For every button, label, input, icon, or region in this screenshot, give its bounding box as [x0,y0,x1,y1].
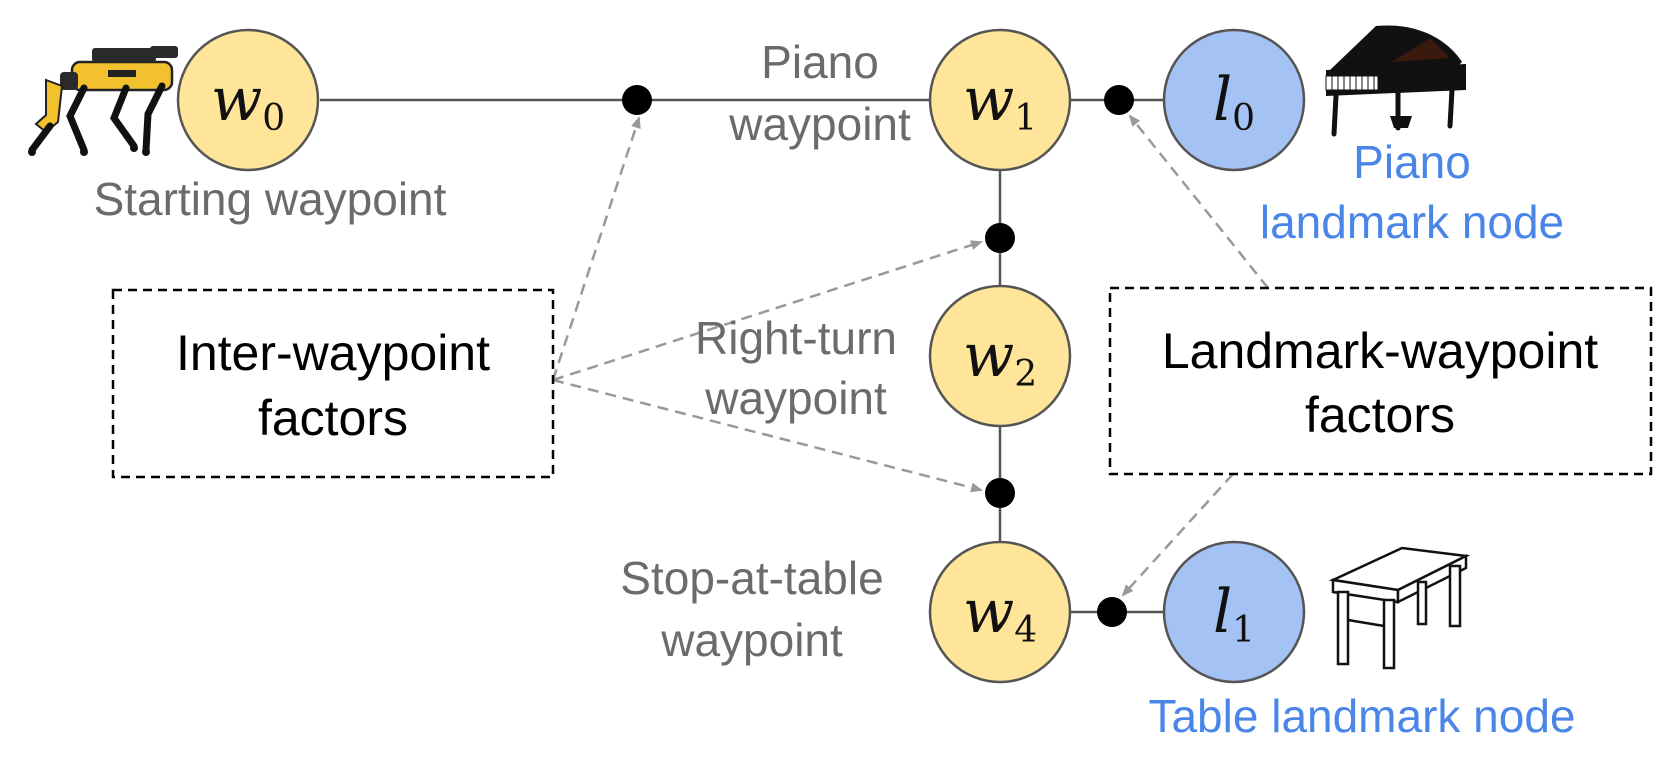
node-w2-var: w [963,321,1014,391]
factor-w2-w4 [985,478,1015,508]
node-w4-var: w [963,577,1014,647]
node-w0-var: w [211,65,262,135]
table-icon [1328,546,1471,670]
label-stop-at-table-line1: Stop-at-table [620,552,883,604]
factor-w1-l0 [1104,85,1134,115]
landmark-waypoint-factors-box: Landmark-waypoint factors [1108,286,1653,476]
svg-text:l0: l0 [1213,65,1255,139]
node-l1-sub: 1 [1232,610,1255,651]
arrow-inter-to-w0w1 [551,116,641,381]
node-w1: w1 [928,28,1072,172]
grand-piano-icon [1325,25,1466,137]
factor-w4-l1 [1097,597,1127,627]
arrow-inter-to-w2w4 [552,378,983,493]
node-l1-var: l [1213,577,1232,647]
label-piano-waypoint-line2: waypoint [728,98,911,150]
label-stop-at-table-line2: waypoint [660,614,843,666]
node-w1-var: w [963,65,1014,135]
inter-box-line1: Inter-waypoint [176,325,490,381]
landmark-box-line1: Landmark-waypoint [1162,323,1598,379]
node-w0-sub: 0 [262,98,285,139]
label-table-landmark: Table landmark node [1148,690,1575,742]
node-l0: l0 [1162,28,1306,172]
label-right-turn-line1: Right-turn [695,312,897,364]
factor-w0-w1 [622,85,652,115]
node-w4-sub: 4 [1014,610,1037,651]
node-w2-sub: 2 [1014,354,1037,395]
arrow-inter-to-w1w2 [552,240,983,382]
node-w0: w0 [176,28,320,172]
arrow-landmark-to-w4l1 [1121,473,1234,597]
node-l0-sub: 0 [1232,98,1255,139]
label-piano-waypoint-line1: Piano [761,36,879,88]
factor-nodes [622,85,1134,627]
label-right-turn-line2: waypoint [704,372,887,424]
label-starting-waypoint: Starting waypoint [94,173,447,225]
arrow-landmark-to-w1l0 [1128,114,1269,289]
svg-text:l1: l1 [1213,577,1255,651]
inter-box-line2: factors [258,390,408,446]
factor-w1-w2 [985,223,1015,253]
label-piano-landmark-line1: Piano [1353,136,1471,188]
landmark-box-line2: factors [1305,387,1455,443]
label-piano-landmark-line2: landmark node [1260,196,1564,248]
node-w2: w2 [928,284,1072,428]
svg-text:w0: w0 [211,65,285,139]
node-w4: w4 [928,540,1072,684]
node-w1-sub: 1 [1014,98,1037,139]
svg-text:w1: w1 [963,65,1037,139]
svg-text:w2: w2 [963,321,1037,395]
inter-waypoint-factors-box: Inter-waypoint factors [111,288,555,479]
node-l1: l1 [1162,540,1306,684]
robot-dog-icon [28,46,178,156]
svg-text:w4: w4 [963,577,1037,651]
dashed-arrows [551,114,1269,597]
node-l0-var: l [1213,65,1232,135]
